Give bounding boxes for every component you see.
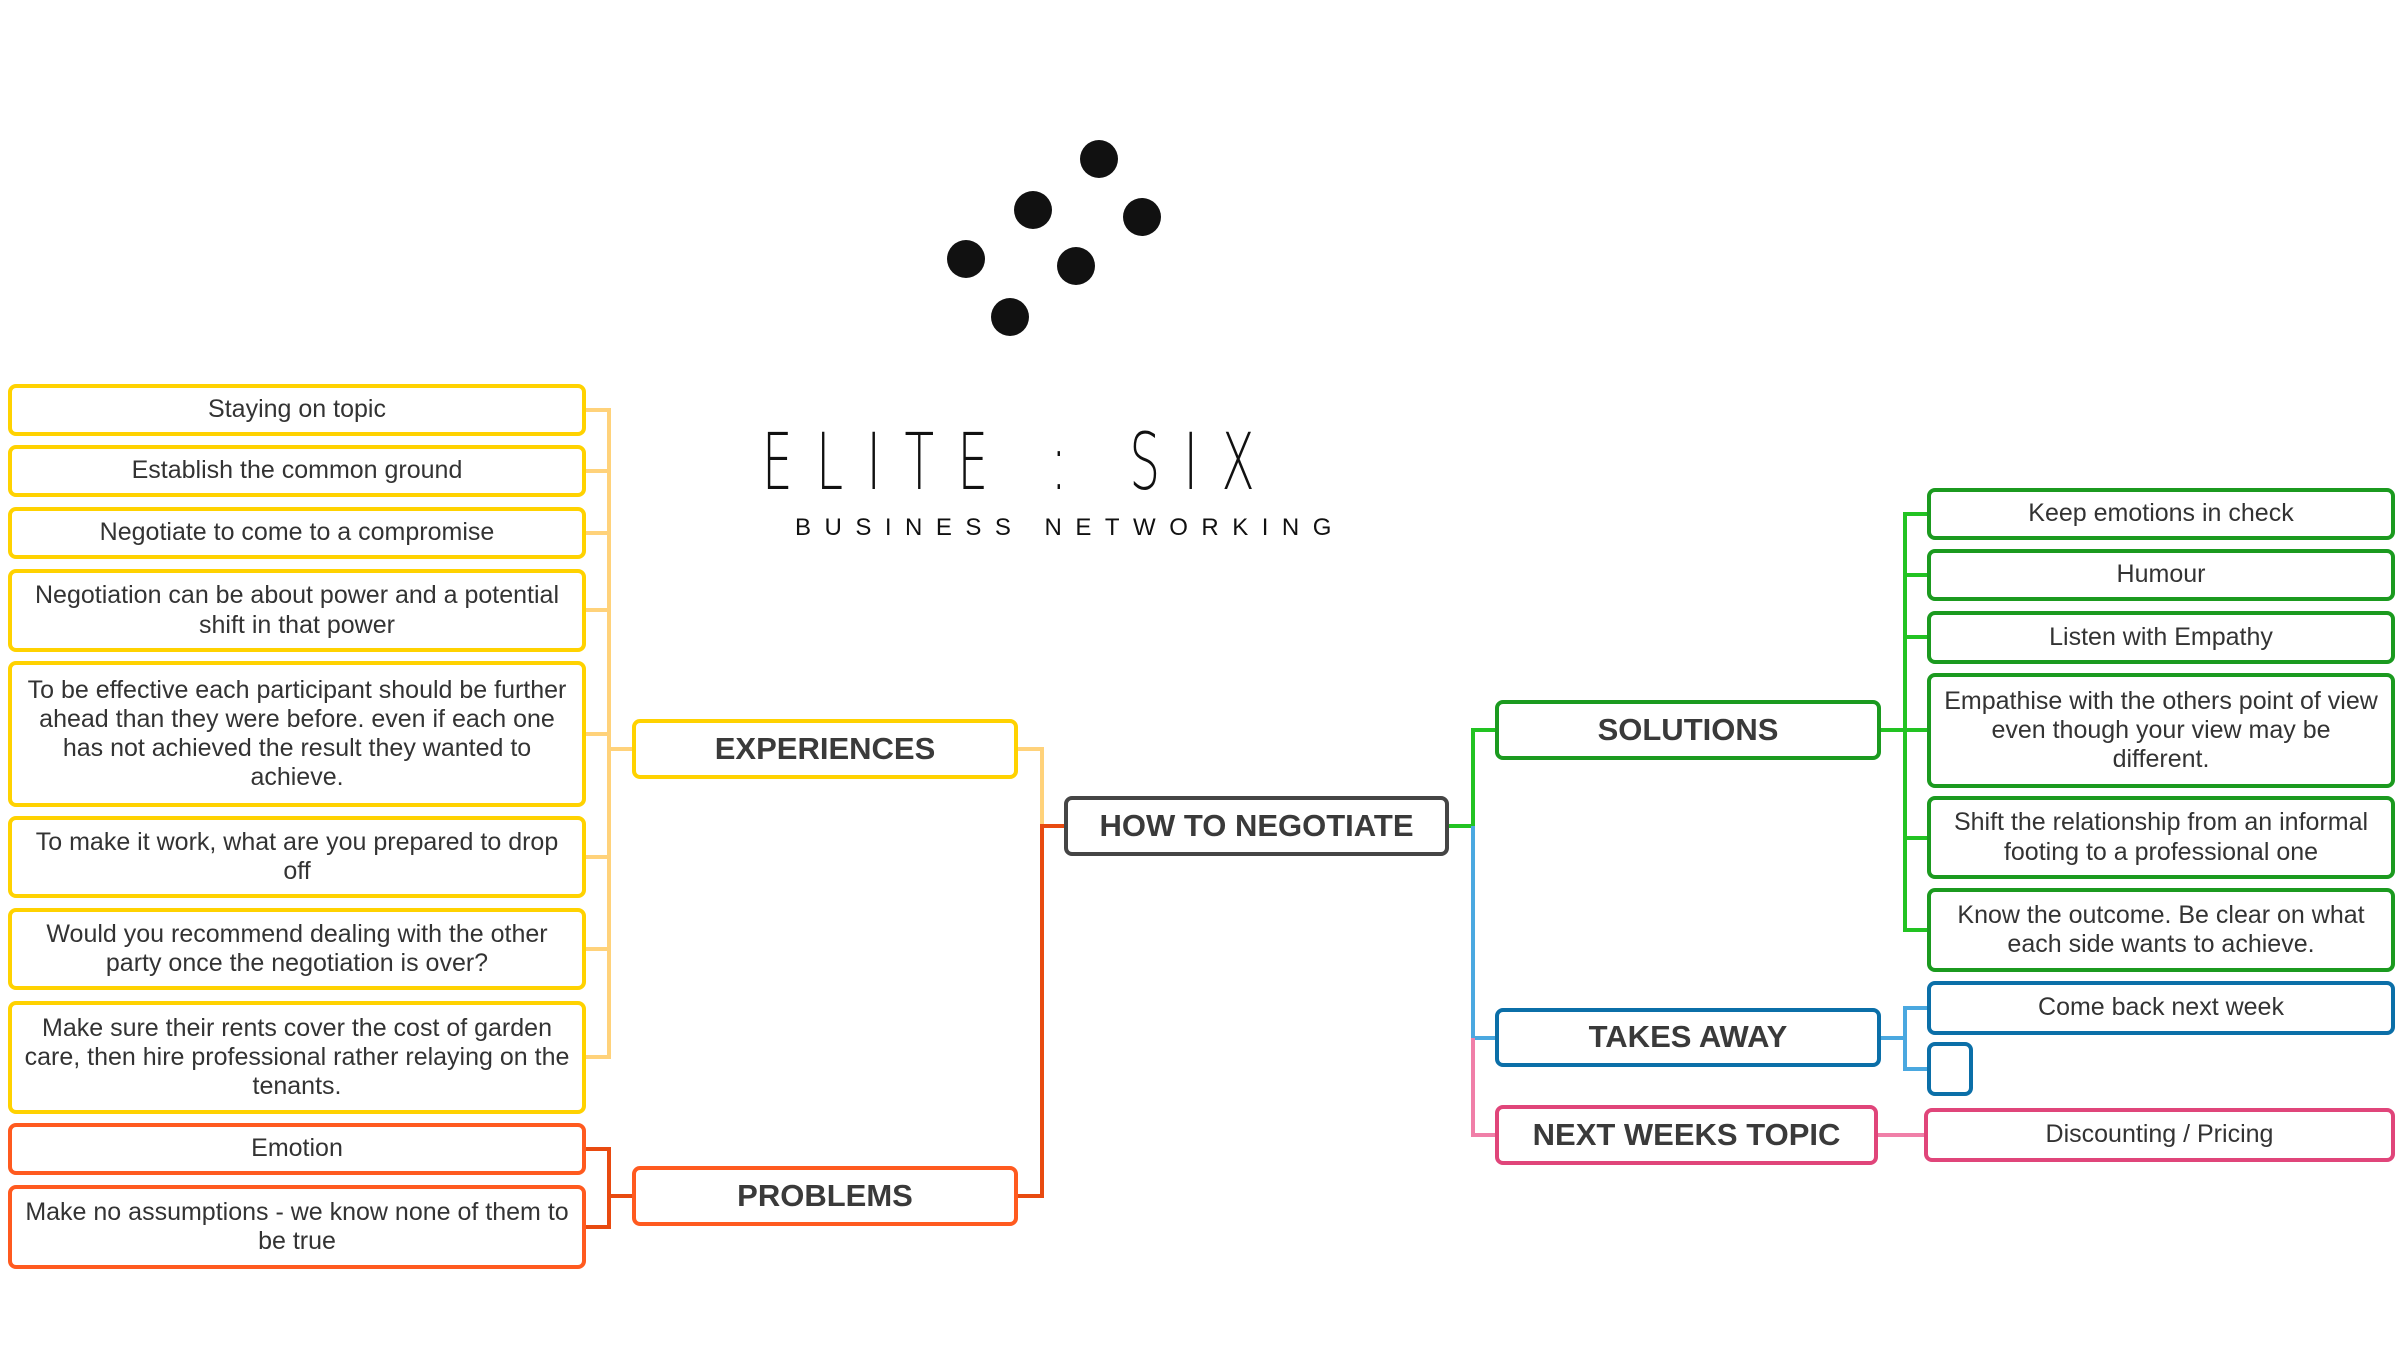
takes-away-empty-item[interactable] <box>1927 1042 1973 1096</box>
solution-item[interactable]: Empathise with the others point of view … <box>1927 673 2395 788</box>
experience-item[interactable]: Negotiation can be about power and a pot… <box>8 569 586 652</box>
branch-problems[interactable]: PROBLEMS <box>632 1166 1018 1226</box>
branch-next-weeks-topic[interactable]: NEXT WEEKS TOPIC <box>1495 1105 1878 1165</box>
branch-takes-away[interactable]: TAKES AWAY <box>1495 1008 1881 1067</box>
problem-item[interactable]: Emotion <box>8 1123 586 1175</box>
experience-item[interactable]: Would you recommend dealing with the oth… <box>8 908 586 990</box>
root-node[interactable]: HOW TO NEGOTIATE <box>1064 796 1449 856</box>
experience-item[interactable]: Make sure their rents cover the cost of … <box>8 1001 586 1114</box>
next-weeks-topic-item[interactable]: Discounting / Pricing <box>1924 1108 2395 1162</box>
solution-item[interactable]: Listen with Empathy <box>1927 611 2395 664</box>
logo-tagline: BUSINESS NETWORKING <box>795 514 1345 541</box>
logo-wordmark: ELITE : SIX <box>762 418 1279 508</box>
experience-item[interactable]: To be effective each participant should … <box>8 661 586 807</box>
takes-away-item[interactable]: Come back next week <box>1927 981 2395 1035</box>
solution-item[interactable]: Know the outcome. Be clear on what each … <box>1927 888 2395 972</box>
branch-experiences[interactable]: EXPERIENCES <box>632 719 1018 779</box>
experience-item[interactable]: Establish the common ground <box>8 445 586 497</box>
solution-item[interactable]: Shift the relationship from an informal … <box>1927 796 2395 879</box>
experience-item[interactable]: Staying on topic <box>8 384 586 436</box>
solution-item[interactable]: Humour <box>1927 549 2395 601</box>
problem-item[interactable]: Make no assumptions - we know none of th… <box>8 1185 586 1269</box>
logo-dots-icon <box>947 140 1161 336</box>
solution-item[interactable]: Keep emotions in check <box>1927 488 2395 540</box>
experience-item[interactable]: Negotiate to come to a compromise <box>8 507 586 559</box>
experience-item[interactable]: To make it work, what are you prepared t… <box>8 816 586 898</box>
branch-solutions[interactable]: SOLUTIONS <box>1495 700 1881 760</box>
